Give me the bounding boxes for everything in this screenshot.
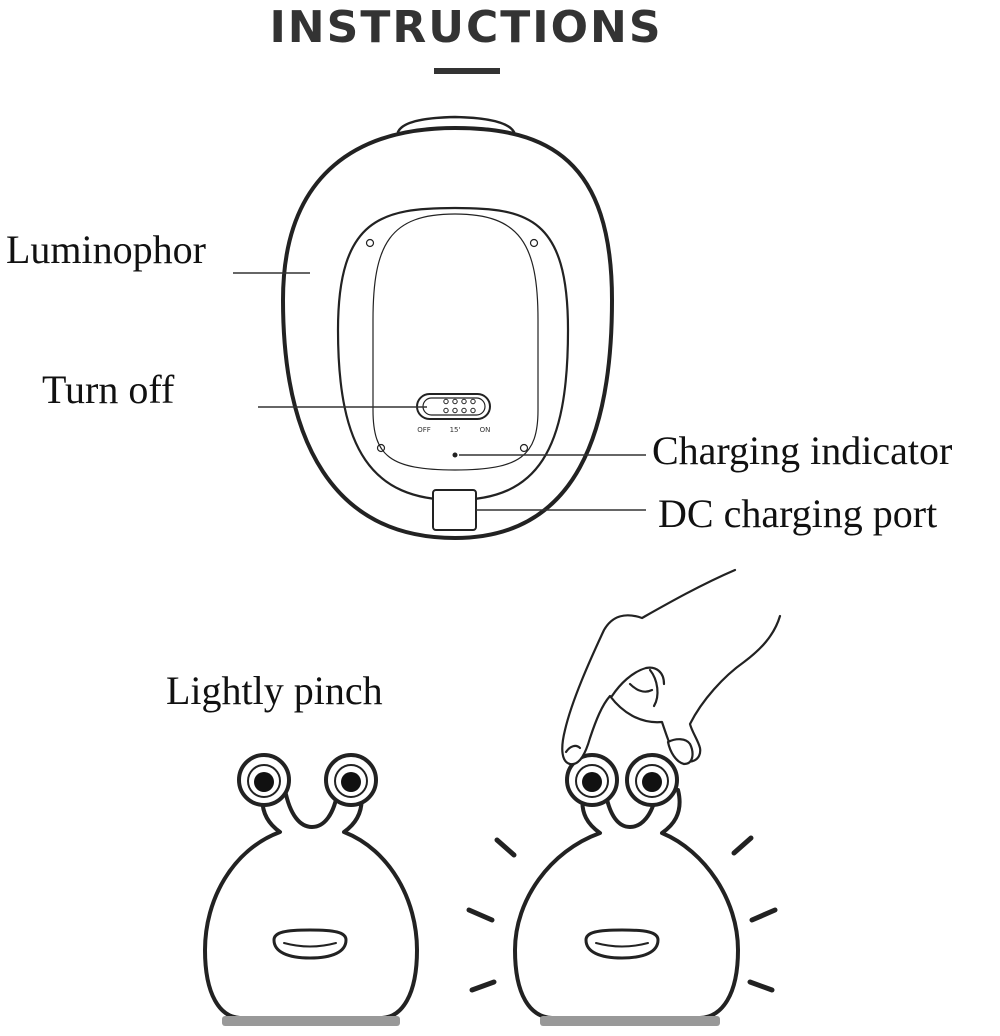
snail-body-outline bbox=[203, 785, 419, 1020]
luminophor-panel bbox=[372, 213, 539, 471]
snail-base bbox=[540, 1016, 720, 1026]
lamp-back-view bbox=[281, 115, 614, 540]
eye-pupil bbox=[254, 772, 274, 792]
label-turn-off: Turn off bbox=[42, 367, 175, 412]
eye-ring bbox=[334, 764, 368, 798]
eye-pupil bbox=[582, 772, 602, 792]
charging-indicator-led bbox=[452, 452, 458, 458]
finger-crease bbox=[628, 682, 654, 693]
lamp-outer-shell bbox=[281, 126, 614, 540]
hand-outline bbox=[561, 568, 782, 766]
label-luminophor: Luminophor bbox=[6, 227, 206, 272]
screw-hole bbox=[376, 443, 386, 453]
switch-label-15: 15' bbox=[450, 426, 461, 434]
dc-port bbox=[432, 489, 477, 531]
eye-pupil bbox=[341, 772, 361, 792]
snail-lamp-off bbox=[203, 753, 419, 1026]
eye-ring bbox=[247, 764, 281, 798]
callout-lines bbox=[233, 272, 646, 511]
snail-mouth bbox=[584, 928, 660, 960]
thumb bbox=[666, 738, 694, 766]
eye-pupil bbox=[642, 772, 662, 792]
label-dc-charging-port: DC charging port bbox=[658, 491, 937, 536]
screw-hole bbox=[519, 443, 529, 453]
snail-lamp-on bbox=[513, 753, 740, 1026]
eye-ring bbox=[635, 764, 669, 798]
screw-hole bbox=[529, 238, 539, 248]
mouth-line bbox=[283, 942, 337, 948]
mouth-line bbox=[595, 942, 649, 948]
snail-body-outline bbox=[513, 788, 740, 1020]
label-lightly-pinch: Lightly pinch bbox=[166, 668, 383, 713]
glow-rays bbox=[466, 835, 778, 993]
snail-neck bbox=[283, 788, 340, 829]
screw-hole bbox=[365, 238, 375, 248]
finger-crease bbox=[648, 668, 659, 708]
title-underline bbox=[434, 68, 500, 74]
switch-grip-dots bbox=[443, 398, 476, 414]
label-charging-indicator: Charging indicator bbox=[652, 428, 952, 473]
eye-ring bbox=[575, 764, 609, 798]
switch-label-off: OFF bbox=[417, 426, 431, 434]
snail-mouth bbox=[272, 928, 348, 960]
switch-label-on: ON bbox=[480, 426, 491, 434]
snail-base bbox=[222, 1016, 400, 1026]
fingertip bbox=[564, 744, 582, 754]
lamp-top-tab bbox=[396, 115, 516, 134]
snail-neck bbox=[604, 793, 658, 829]
hand-pinching-icon bbox=[561, 568, 782, 766]
page-title: INSTRUCTIONS bbox=[269, 2, 663, 53]
finger-crease bbox=[610, 666, 666, 698]
